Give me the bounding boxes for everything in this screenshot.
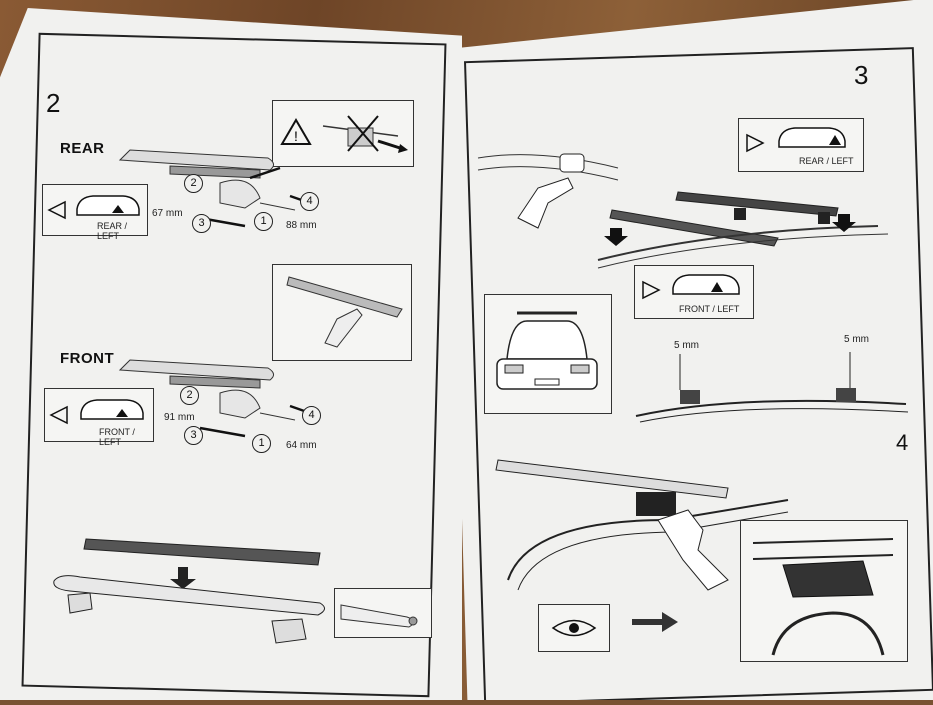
front-view-label: FRONT / LEFT — [99, 427, 135, 447]
front-callout-2: 2 — [180, 386, 199, 405]
front-bar-illustration — [118, 359, 311, 438]
right-manual-page: 3 REAR / LEFT FRONT — [448, 0, 933, 700]
car-front-icon — [496, 311, 598, 390]
rear-callout-1: 1 — [254, 212, 273, 231]
front-callout-4: 4 — [302, 406, 321, 425]
gap-right-label: 5 mm — [844, 334, 869, 345]
front-view-indicator: FRONT / LEFT — [44, 388, 154, 447]
eye-icon — [551, 619, 597, 637]
rails-and-bars-illustration — [597, 191, 889, 269]
eye-icon — [47, 200, 66, 220]
foot-detail-icon — [752, 538, 894, 656]
eye-icon — [49, 405, 68, 425]
end-cap-detail-panel — [334, 588, 432, 638]
svg-text:!: ! — [294, 128, 298, 144]
car-icon — [778, 127, 846, 148]
step-number-2: 2 — [46, 88, 61, 118]
rear-gap-b: 88 mm — [286, 220, 317, 231]
cleaning-hand-illustration — [477, 153, 619, 229]
step-number-4: 4 — [896, 430, 909, 455]
gap-left-label: 5 mm — [674, 340, 699, 351]
front-heading: FRONT — [60, 350, 115, 367]
rear-view-indicator-right: REAR / LEFT — [738, 118, 864, 172]
eye-view-panel — [538, 604, 610, 652]
warning-panel: ! — [272, 100, 414, 167]
front-callout-3: 3 — [184, 426, 203, 445]
rear-heading: REAR — [60, 140, 105, 157]
rear-view-indicator: REAR / LEFT — [42, 184, 148, 241]
rear-view-label: REAR / LEFT — [97, 221, 128, 241]
bar-assembly-illustration — [53, 538, 325, 644]
eye-icon — [642, 280, 661, 300]
car-icon — [672, 274, 740, 295]
rubber-strip-icon — [286, 276, 403, 348]
rear-view-label-right: REAR / LEFT — [799, 156, 854, 166]
rear-callout-4: 4 — [300, 192, 319, 211]
spacing-diagram — [635, 352, 909, 423]
step-number-3: 3 — [854, 60, 869, 90]
eye-icon — [746, 133, 765, 153]
rear-gap-a: 67 mm — [152, 208, 183, 219]
rear-callout-2: 2 — [184, 174, 203, 193]
end-cap-icon — [340, 604, 418, 628]
car-front-panel — [484, 294, 612, 414]
rubber-strip-panel — [272, 264, 412, 361]
car-icon — [80, 399, 144, 420]
left-manual-page: 2 ! REAR 2 4 1 3 67 mm 88 mm — [0, 8, 462, 700]
warning-triangle-icon: ! — [280, 118, 312, 145]
front-gap-b: 64 mm — [286, 440, 317, 451]
car-icon — [76, 195, 140, 216]
front-gap-a: 91 mm — [164, 412, 195, 423]
front-view-label-right: FRONT / LEFT — [679, 304, 740, 314]
hand-mounting-illustration — [495, 459, 789, 591]
foot-detail-panel — [740, 520, 908, 662]
front-callout-1: 1 — [252, 434, 271, 453]
foot-crossed-icon — [322, 115, 408, 153]
front-view-indicator-right: FRONT / LEFT — [634, 265, 754, 319]
rear-callout-3: 3 — [192, 214, 211, 233]
arrow-right-icon — [632, 612, 678, 632]
